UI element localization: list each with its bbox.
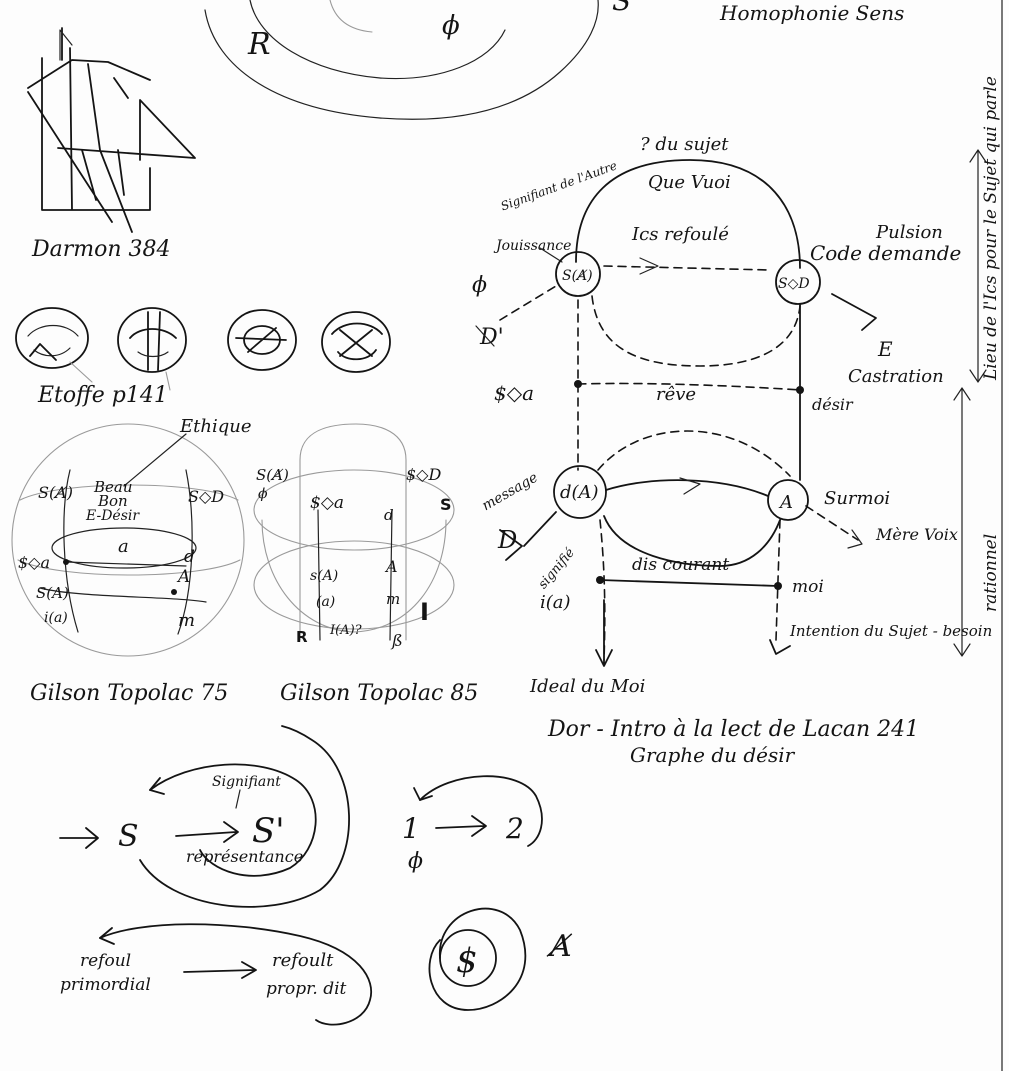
bottom-signifiant: Signifiant [212, 774, 281, 790]
gilson85-i-a: I(A)? [329, 623, 363, 638]
gilson85-s-diamond-a: $◇a [310, 493, 344, 513]
bottom-s1: S [118, 819, 139, 854]
gilson85-a-big: A [384, 557, 398, 576]
etoffe-tori: Etoffe p141 [15, 307, 391, 408]
gilson85-phi: ϕ [258, 486, 268, 502]
gilson-75-diagram: Ethique S(A̸) Beau Bon E-Désir S◇D a $◇a… [11, 416, 252, 706]
top-phi: ϕ [442, 11, 460, 41]
bottom-refoul-propre-2: propr. dit [266, 979, 347, 999]
gilson85-s-diamond-d: $◇D [406, 465, 441, 484]
top-homophonic: Homophonie Sens [719, 1, 904, 25]
bottom-one: 1 [402, 812, 420, 845]
graph-node-s-a: S(A̸) [562, 268, 593, 284]
graph-i-a: i(a) [540, 592, 571, 613]
graph-signifie: signifié [536, 545, 579, 592]
bottom-barred-a: A̸ [546, 929, 573, 964]
graph-s-diamond-a: $◇a [494, 381, 534, 405]
gilson-85-diagram: S(A̸) ϕ $◇a $◇D S d s(A) (a) A m I R I(A… [253, 423, 478, 706]
graph-e: E [877, 337, 893, 361]
gilson75-d: d [184, 547, 195, 567]
graph-intention: Intention du Sujet - besoin [789, 622, 992, 640]
gilson75-ethique: Ethique [179, 416, 252, 437]
graph-node-a: A [778, 492, 793, 513]
top-letter-r: R [247, 27, 271, 62]
gilson85-m: m [386, 590, 400, 608]
graph-moi: moi [792, 577, 824, 597]
graph-message: message [479, 470, 540, 515]
graph-dis-courant: dis courant [632, 555, 729, 575]
darmon-caption: Darmon 384 [31, 237, 171, 262]
graph-question: ? du sujet [640, 134, 729, 155]
darmon-diagram: Darmon 384 [27, 27, 196, 262]
gilson85-s-a: s(A) [310, 568, 338, 584]
graph-castration: Castration [848, 366, 944, 387]
gilson85-d: d [384, 506, 394, 524]
gilson75-a-small: a [118, 536, 129, 557]
graph-que-vuoi: Que Vuoi [648, 172, 731, 193]
gilson75-s-diamond-a: $◇a [18, 553, 50, 572]
margin-bottom-text: rationnel [981, 534, 1001, 612]
graph-of-desire: ? du sujet Que Vuoi Signifiant de l'Autr… [472, 134, 992, 767]
bottom-barred-s: $ [456, 941, 478, 981]
graph-d-prime: D' [479, 325, 504, 350]
margin-top-text: Lieu de l'Ics pour le Sujet qui parle [981, 76, 1001, 381]
gilson75-s-barred-a: S(A̸) [38, 483, 73, 502]
gilson85-s-barred-a: S(A̸) [256, 466, 289, 484]
gilson75-beau: Beau [93, 478, 133, 496]
graph-ics-refoule: Ics refoulé [631, 224, 729, 245]
gilson85-i-big: I [420, 598, 429, 626]
graph-mere-voix: Mère Voix [875, 525, 958, 544]
gilson75-caption: Gilson Topolac 75 [30, 681, 228, 706]
bottom-representance: représentance [186, 847, 303, 866]
graph-jouissance: Jouissance [493, 238, 571, 254]
gilson75-a-big: A [176, 567, 190, 587]
gilson85-a-paren: (a) [316, 594, 335, 610]
graph-signifiant-autre: Signifiant de l'Autre [499, 158, 619, 213]
top-letter-s: S [612, 0, 631, 17]
bottom-spirals: S S' Signifiant représentance 1 2 ϕ refo… [59, 725, 573, 1026]
graph-caption-2: Graphe du désir [630, 743, 796, 767]
gilson85-r: R [296, 628, 308, 646]
gilson75-s-diamond-d: S◇D [188, 487, 224, 506]
graph-code-demande: Code demande [810, 241, 961, 265]
graph-reve: rêve [656, 384, 696, 405]
graph-ideal: Ideal du Moi [529, 676, 645, 697]
bottom-s2: S' [252, 811, 285, 851]
gilson75-m: m [178, 610, 195, 631]
graph-pulsion: Pulsion [875, 222, 943, 243]
bottom-refoul-primordial-1: refoul [80, 951, 131, 971]
bottom-refoul-primordial-2: primordial [60, 975, 151, 995]
graph-surmoi: Surmoi [824, 488, 890, 509]
gilson75-i-a: i(a) [44, 610, 68, 626]
gilson85-caption: Gilson Topolac 85 [280, 681, 478, 706]
graph-desir: désir [812, 395, 854, 414]
top-torus-fragment: R ϕ S Homophonie Sens [204, 0, 904, 120]
gilson85-s: S [440, 495, 452, 514]
gilson85-beta: ß [390, 631, 403, 650]
bottom-two: 2 [505, 812, 524, 845]
right-margin-notes: Lieu de l'Ics pour le Sujet qui parle ra… [953, 0, 1003, 1071]
graph-node-s-d: S◇D [778, 276, 810, 292]
gilson75-s-a: S(A) [36, 584, 69, 602]
graph-caption-1: Dor - Intro à la lect de Lacan 241 [547, 717, 919, 742]
bottom-phi: ϕ [408, 849, 423, 874]
graph-phi: ϕ [472, 273, 487, 298]
etoffe-caption: Etoffe p141 [37, 383, 168, 408]
graph-d-small: D [497, 526, 517, 554]
graph-node-d-a: d(A) [560, 482, 599, 503]
bottom-refoul-propre-1: refoult [272, 950, 334, 971]
gilson75-e-desir: E-Désir [85, 508, 140, 524]
gilson75-bon: Bon [97, 492, 128, 510]
